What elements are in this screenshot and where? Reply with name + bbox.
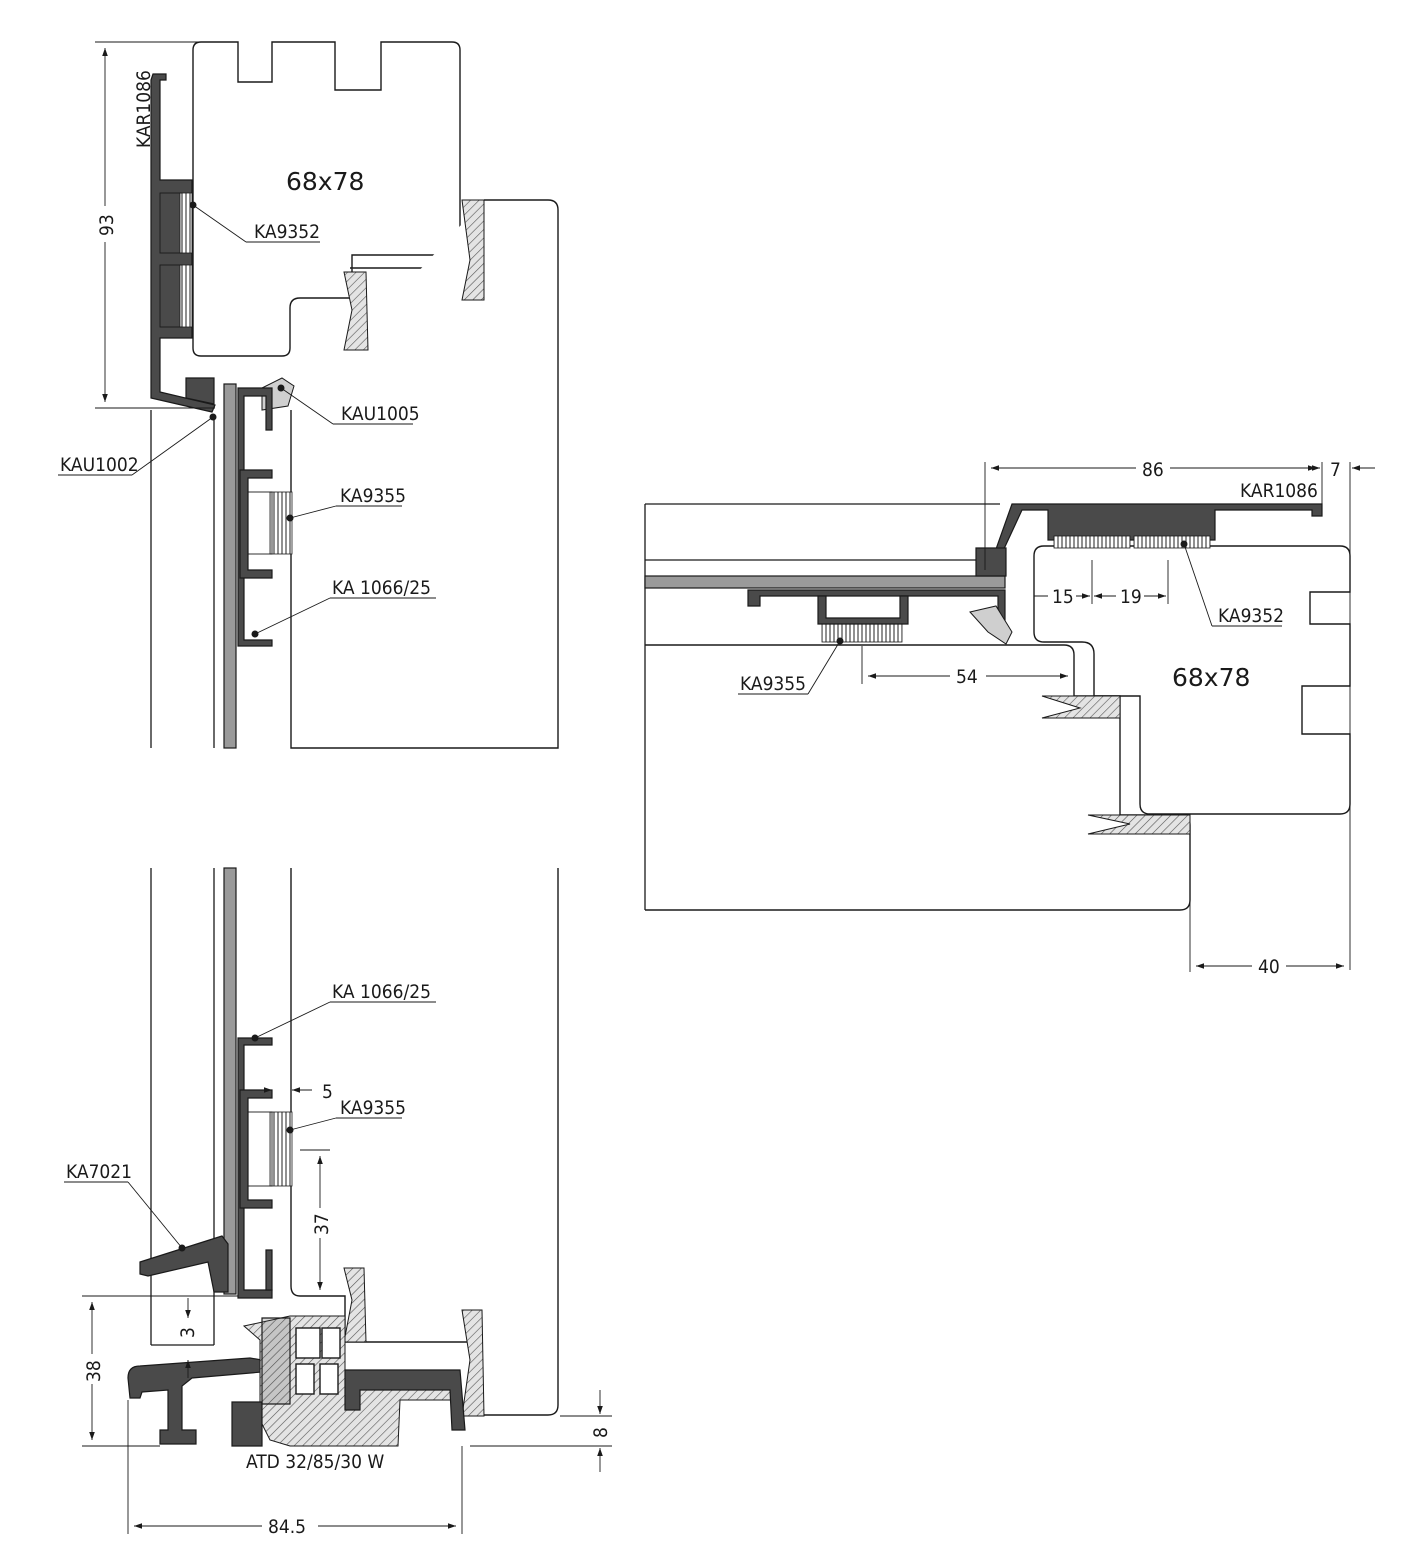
glass-pane-head [223,383,237,749]
dim-38: 38 [82,1295,238,1447]
label-ka1066-sill: KA 1066/25 [332,981,431,1003]
label-ka1066-head: KA 1066/25 [332,577,431,599]
dim-84-5-label: 84.5 [268,1516,306,1538]
leader-ka1066-b: KA 1066/25 [251,981,436,1042]
dim-40: 40 [1189,900,1344,978]
dim-3-label: 3 [177,1327,199,1338]
label-kau1002: KAU1002 [60,454,139,476]
ka9352-insert-2 [179,264,193,328]
sash-timber-head [192,41,461,357]
sill-section [127,867,559,1447]
leader-kau1002: KAU1002 [58,413,217,476]
ka1066-bead-horizontal [747,589,1006,621]
dim-38-label: 38 [83,1360,105,1382]
leader-ka7021: KA7021 [64,1161,186,1252]
gasket-horizontal-1 [1041,695,1121,719]
ka9352-insert-horizontal-1 [1053,535,1131,549]
label-ka9355-head: KA9355 [340,485,406,507]
frame-timber-head [290,199,559,749]
dim-5: 5 [252,1081,333,1103]
dim-54-label: 54 [956,666,978,688]
leader-ka9355-a: KA9355 [286,485,406,522]
dim-8-label: 8 [590,1427,612,1438]
label-atd: ATD 32/85/30 W [246,1451,384,1473]
head-section [150,41,559,749]
ka9352-insert-1 [179,192,193,254]
label-ka7021: KA7021 [66,1161,132,1183]
ka9355-insert-head [269,491,293,555]
dim-37-label: 37 [311,1213,333,1235]
kau-seal-horizontal [969,605,1013,645]
label-68x78-head: 68x78 [286,167,364,196]
label-ka9352-horizontal: KA9352 [1218,605,1284,627]
leader-ka1066-a: KA 1066/25 [251,577,436,638]
glass-pane-horizontal [644,575,1006,589]
dim-86-label: 86 [1142,459,1164,481]
gasket-horizontal-2 [1087,814,1191,835]
label-kar1086-vertical: KAR1086 [133,70,155,148]
label-kau1005: KAU1005 [341,403,420,425]
horizontal-section [644,503,1351,911]
dim-5-label: 5 [322,1081,333,1103]
dim-7-label: 7 [1330,459,1341,481]
dim-93: 93 [94,41,215,409]
label-kar1086-horizontal: KAR1086 [1240,480,1318,502]
ka1066-bead-head [237,387,273,647]
label-ka9355-sill: KA9355 [340,1097,406,1119]
sash-timber-horizontal [1033,545,1351,815]
gasket-sill-2 [461,1309,485,1417]
dim-86: 86 [984,456,1323,570]
gasket-sill-1 [343,1267,367,1343]
dim-84-5: 84.5 [127,1400,463,1538]
leader-ka9355-b: KA9355 [286,1097,406,1134]
dim-37: 37 [300,1149,333,1290]
dim-40-label: 40 [1258,956,1280,978]
dim-54: 54 [861,646,1068,688]
leader-ka9355-c: KA9355 [738,637,844,695]
leader-kau1005: KAU1005 [277,384,420,425]
dim-8: 8 [470,1390,612,1472]
kau1002-seal [185,377,215,405]
dim-93-label: 93 [96,214,118,236]
ka7021-drip-profile [139,1235,229,1293]
leader-ka9352-b: KA9352 [1180,540,1284,627]
dim-7: 7 [1300,459,1375,970]
dim-15-19: 15 19 [1034,560,1169,608]
label-68x78-horizontal: 68x78 [1172,663,1250,692]
ka9352-insert-horizontal-2 [1133,535,1211,549]
dim-15-label: 15 [1052,586,1074,608]
glass-pane-sill [223,867,237,1295]
dim-3: 3 [177,1298,199,1378]
ka1066-bead-sill [237,1037,273,1299]
ka9355-insert-sill [269,1111,293,1187]
label-ka9352-head: KA9352 [254,221,320,243]
leader-ka9352-a: KA9352 [189,201,320,243]
gasket-head-1 [461,199,485,301]
dim-19-label: 19 [1120,586,1142,608]
gasket-head-2 [343,271,369,351]
label-ka9355-horizontal: KA9355 [740,673,806,695]
